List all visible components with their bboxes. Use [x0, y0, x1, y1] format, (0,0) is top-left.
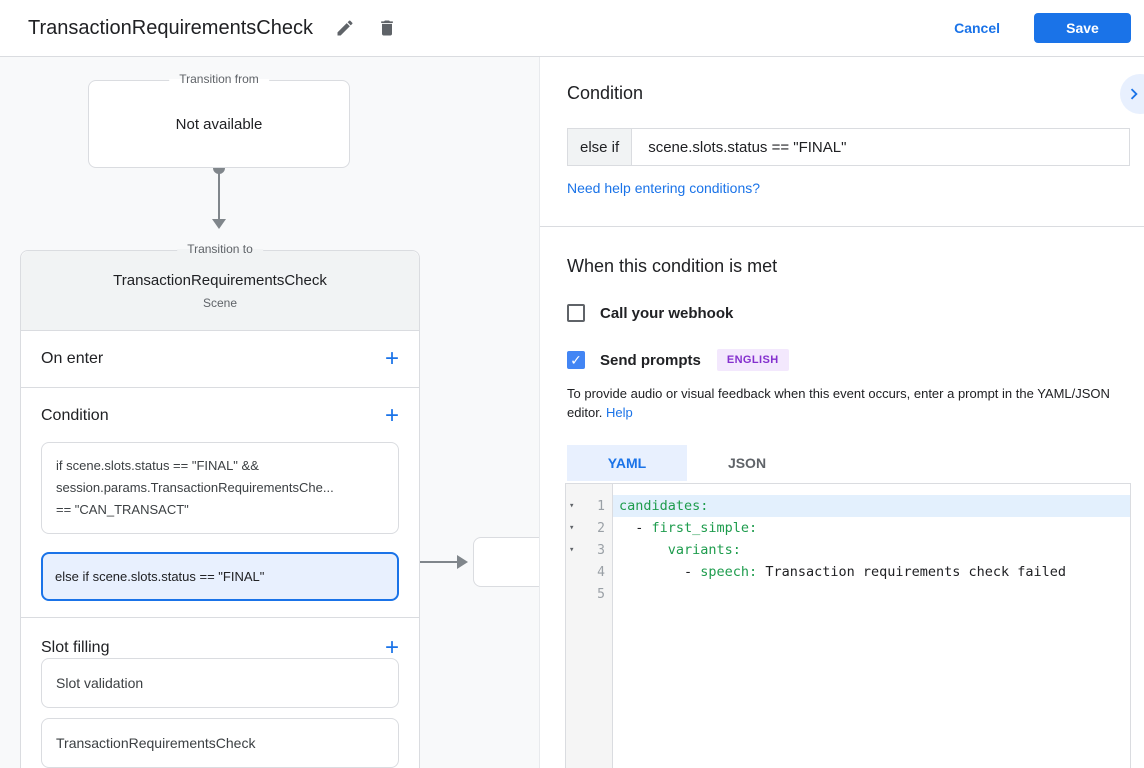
- condition-line: session.params.TransactionRequirementsCh…: [56, 480, 334, 495]
- fold-arrow-icon[interactable]: ▾: [569, 545, 575, 555]
- code-line[interactable]: - first_simple:: [613, 517, 1130, 539]
- add-condition-icon[interactable]: +: [384, 402, 399, 429]
- yaml-key: speech:: [700, 564, 758, 580]
- yaml-text: [619, 542, 668, 558]
- trash-icon: [381, 20, 393, 36]
- line-number: 1: [597, 498, 605, 514]
- pencil-icon: [337, 20, 353, 36]
- on-enter-label: On enter: [41, 350, 104, 367]
- transition-from-legend: Transition from: [169, 72, 269, 86]
- scene-card-subtitle: Scene: [202, 295, 238, 310]
- when-condition-met-title: When this condition is met: [567, 256, 778, 276]
- editor-tabs: YAML JSON: [567, 445, 1144, 481]
- editor-note: To provide audio or visual feedback when…: [567, 384, 1122, 422]
- yaml-text: Transaction requirements check failed: [757, 564, 1067, 580]
- code-line[interactable]: candidates:: [613, 495, 1130, 517]
- code-line[interactable]: - speech: Transaction requirements check…: [613, 561, 1130, 583]
- cancel-button[interactable]: Cancel: [954, 20, 1000, 36]
- condition-item-else-if-selected[interactable]: else if scene.slots.status == "FINAL": [41, 552, 399, 601]
- save-button[interactable]: Save: [1034, 13, 1131, 43]
- slot-filling-section: Slot filling + Slot validation Transacti…: [21, 618, 419, 768]
- condition-label: Condition: [41, 407, 109, 424]
- section-divider: [540, 226, 1144, 227]
- gutter-row: ▾2: [566, 517, 612, 539]
- collapse-panel-button[interactable]: [1120, 74, 1144, 114]
- condition-else-if-text: else if scene.slots.status == "FINAL": [55, 569, 265, 584]
- condition-section: Condition + if scene.slots.status == "FI…: [21, 388, 419, 618]
- send-prompts-row: ✓ Send prompts ENGLISH: [567, 349, 1144, 371]
- scene-flow-canvas: Transition from Not available Transition…: [0, 57, 540, 768]
- scene-card: Transition to TransactionRequirementsChe…: [20, 242, 420, 768]
- transition-to-legend: Transition to: [177, 242, 263, 256]
- add-slot-icon[interactable]: +: [384, 634, 399, 661]
- check-icon: ✓: [570, 352, 582, 368]
- conditions-help-link[interactable]: Need help entering conditions?: [567, 180, 761, 196]
- line-number: 5: [597, 586, 605, 602]
- edit-scene-button[interactable]: [335, 18, 355, 38]
- panel-condition-title: Condition: [567, 83, 644, 103]
- slot-item-transaction[interactable]: TransactionRequirementsCheck: [41, 718, 399, 768]
- editor-code[interactable]: candidates: - first_simple: variants: - …: [613, 484, 1130, 768]
- fold-arrow-icon[interactable]: ▾: [569, 523, 575, 533]
- condition-prefix-label: else if: [568, 129, 633, 165]
- transition-from-value: Not available: [175, 115, 263, 133]
- app-header: TransactionRequirementsCheck Cancel Save: [0, 0, 1144, 57]
- transition-target-node[interactable]: [473, 537, 539, 587]
- condition-line: == "CAN_TRANSACT": [56, 502, 189, 517]
- gutter-row: 5: [566, 583, 612, 605]
- on-enter-section[interactable]: On enter +: [21, 331, 419, 388]
- yaml-key: first_simple:: [651, 520, 758, 536]
- slot-filling-label: Slot filling: [41, 639, 110, 656]
- page-title: TransactionRequirementsCheck: [28, 16, 313, 39]
- line-number: 2: [597, 520, 605, 536]
- condition-item-if[interactable]: if scene.slots.status == "FINAL" && sess…: [41, 442, 399, 534]
- call-webhook-checkbox[interactable]: ✓: [567, 304, 585, 322]
- fold-arrow-icon[interactable]: ▾: [569, 501, 575, 511]
- add-on-enter-icon[interactable]: +: [384, 345, 399, 372]
- condition-line: if scene.slots.status == "FINAL" &&: [56, 458, 259, 473]
- condition-input-row: else if: [567, 128, 1130, 166]
- transition-from-node: Transition from Not available: [88, 72, 350, 168]
- send-prompts-checkbox[interactable]: ✓: [567, 351, 585, 369]
- yaml-text: -: [619, 520, 652, 536]
- send-prompts-label: Send prompts: [600, 351, 701, 369]
- line-number: 4: [597, 564, 605, 580]
- slot-item-validation[interactable]: Slot validation: [41, 658, 399, 708]
- gutter-row: ▾3: [566, 539, 612, 561]
- webhook-row: ✓ Call your webhook: [567, 304, 1144, 322]
- tab-yaml[interactable]: YAML: [567, 445, 687, 481]
- chevron-right-icon: [1130, 88, 1138, 100]
- gutter-row: 4: [566, 561, 612, 583]
- condition-editor-panel: Condition else if Need help entering con…: [540, 57, 1144, 768]
- yaml-key: candidates:: [619, 498, 709, 514]
- editor-note-text: To provide audio or visual feedback when…: [567, 386, 1110, 420]
- help-link[interactable]: Help: [606, 405, 633, 420]
- gutter-row: ▾1: [566, 495, 612, 517]
- yaml-text: -: [619, 564, 701, 580]
- scene-card-title: TransactionRequirementsCheck: [113, 271, 327, 289]
- delete-scene-button[interactable]: [377, 18, 397, 38]
- scene-card-header[interactable]: TransactionRequirementsCheck Scene: [21, 251, 419, 331]
- code-line[interactable]: [613, 583, 1130, 605]
- line-number: 3: [597, 542, 605, 558]
- language-badge: ENGLISH: [716, 349, 789, 371]
- code-line[interactable]: variants:: [613, 539, 1130, 561]
- yaml-key: variants:: [667, 542, 741, 558]
- tab-json[interactable]: JSON: [727, 455, 767, 471]
- call-webhook-label: Call your webhook: [600, 304, 734, 322]
- condition-expression-input[interactable]: [632, 129, 1129, 165]
